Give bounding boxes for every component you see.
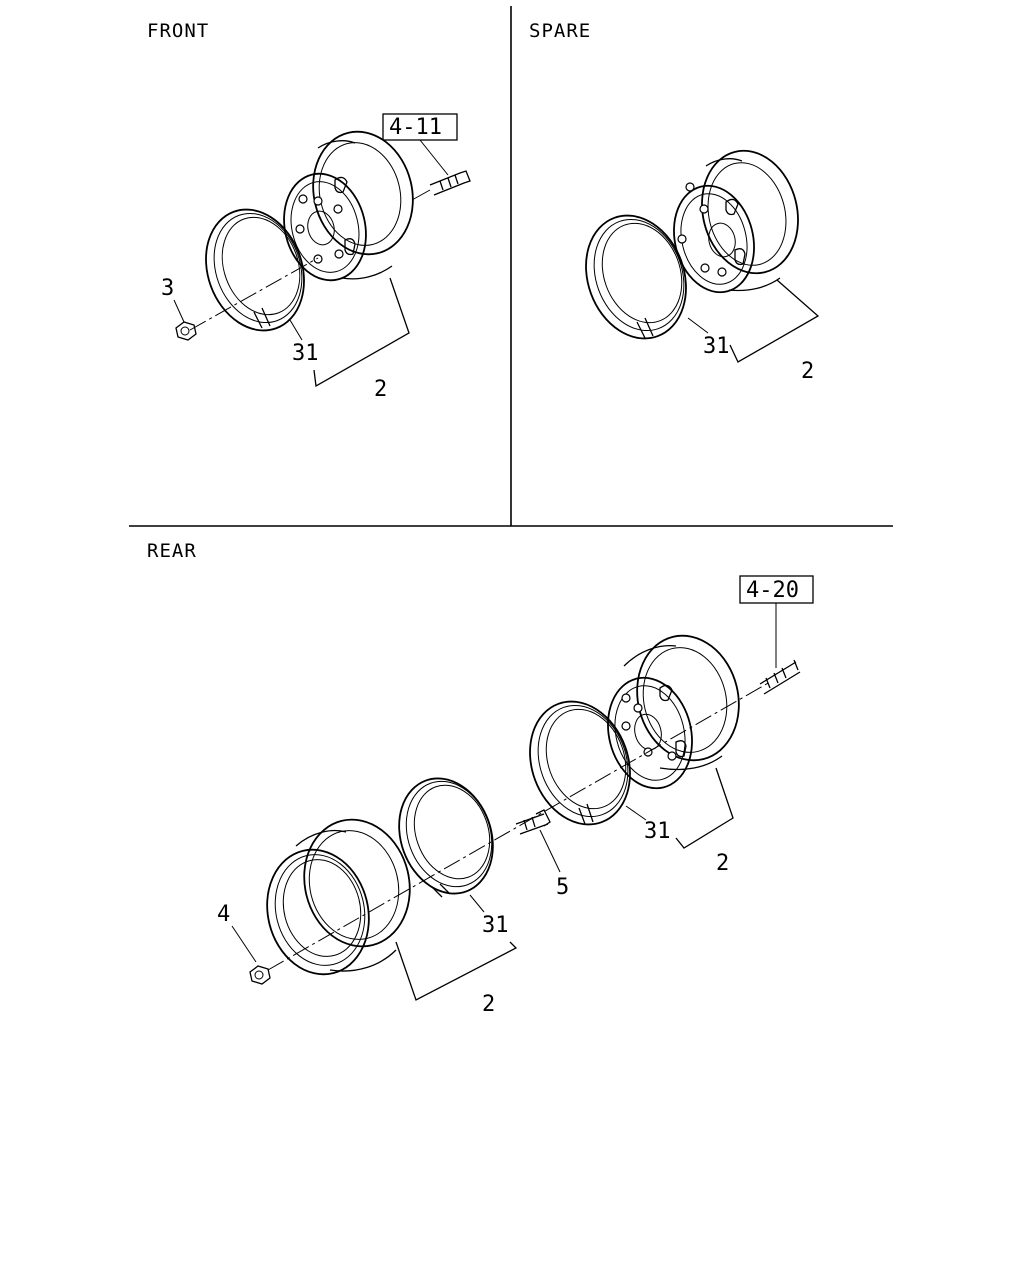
front-callout-ring: 31 xyxy=(292,341,319,366)
front-callout-wheel: 2 xyxy=(374,377,387,402)
spare-section-title: SPARE xyxy=(529,20,591,42)
front-stud xyxy=(411,170,471,201)
rear-callout-nut: 4 xyxy=(217,902,230,927)
rear-inner-wheel xyxy=(266,818,411,976)
rear-callout-wheel-outer: 2 xyxy=(716,851,729,876)
spare-ring xyxy=(585,214,687,340)
rear-callout-ring-inner: 31 xyxy=(482,913,509,938)
rear-outer-ring xyxy=(529,700,631,826)
rear-callout-wheel-inner: 2 xyxy=(482,992,495,1017)
rear-assembly: 4-20 31 2 5 4 31 2 xyxy=(217,575,814,1017)
rear-callout-stud: 5 xyxy=(556,875,569,900)
rear-outer-wheel xyxy=(607,634,740,790)
front-ref-label: 4-11 xyxy=(389,115,442,140)
rear-callout-ring-outer: 31 xyxy=(644,819,671,844)
rear-valve xyxy=(759,659,801,695)
rear-stud xyxy=(515,809,551,835)
front-callout-nut: 3 xyxy=(161,276,174,301)
spare-assembly: 31 2 xyxy=(585,149,820,384)
rear-inner-ring xyxy=(398,777,494,898)
spare-callout-wheel: 2 xyxy=(801,359,814,384)
spare-callout-ring: 31 xyxy=(703,334,730,359)
rear-nut xyxy=(249,965,271,985)
front-ring xyxy=(205,208,305,332)
front-nut xyxy=(175,321,197,341)
front-wheel xyxy=(283,130,414,282)
rear-section-title: REAR xyxy=(147,540,197,562)
front-section-title: FRONT xyxy=(147,20,209,42)
front-assembly: 4-11 3 31 2 xyxy=(161,113,471,402)
rear-ref-label: 4-20 xyxy=(746,578,799,603)
